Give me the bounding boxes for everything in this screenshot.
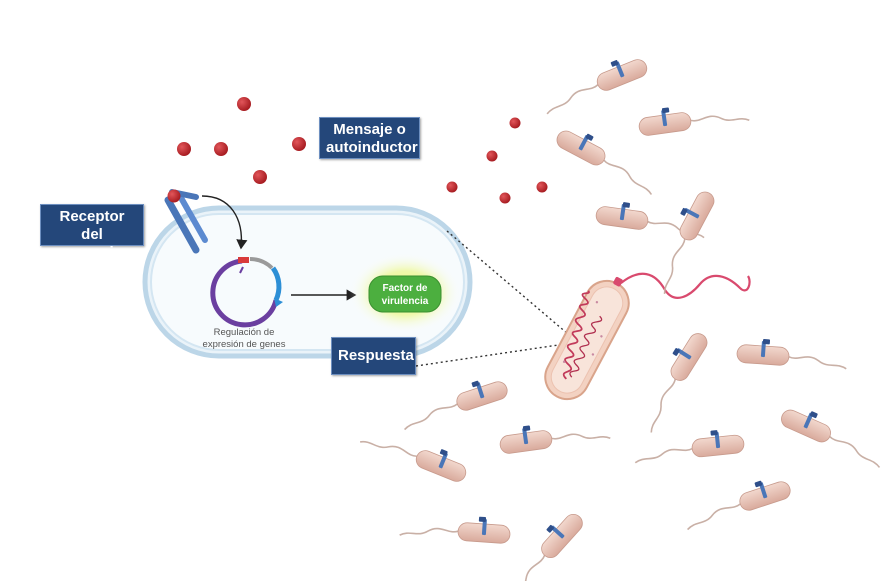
autoinducer-molecule-icon	[446, 181, 458, 193]
zoom-line-bottom	[415, 343, 566, 367]
receptor-label-line1: Receptor del	[59, 208, 125, 243]
signal-arrow	[201, 195, 248, 250]
autoinducer-label: Mensaje o autoinductor	[319, 117, 420, 159]
autoinducer-molecules-right	[446, 117, 548, 204]
autoinducer-molecule-icon	[292, 137, 306, 151]
autoinducer-molecule-icon	[486, 150, 498, 162]
zoom-line-top	[446, 230, 569, 335]
bacterium-icon	[497, 413, 612, 456]
bacterium-icon	[358, 418, 472, 485]
bacterium-icon	[636, 95, 751, 138]
bacterium-icon	[398, 510, 512, 545]
regulation-label-line1: Regulación de	[214, 327, 275, 338]
response-label: Respuesta	[331, 337, 416, 375]
bacterium-icon	[537, 49, 651, 116]
bacterium-icon	[735, 336, 849, 371]
response-label-text: Respuesta	[338, 347, 414, 364]
autoinducer-molecule-icon	[177, 142, 191, 156]
autoinducer-molecule-icon	[237, 97, 251, 111]
bacterium-icon	[493, 505, 587, 586]
receptor-label-line2: mensaje	[61, 244, 123, 261]
autoinducer-molecules-left	[177, 97, 306, 184]
highlighted-bacterium-icon	[544, 272, 751, 401]
bacterium-icon	[777, 400, 883, 470]
autoinducer-molecule-icon	[536, 181, 548, 193]
bacterium-icon	[631, 426, 746, 465]
receptor-protein-icon	[164, 189, 208, 254]
bacterium-icon	[630, 325, 712, 434]
receptor-label: Receptor del mensaje	[40, 204, 144, 261]
autoinducer-label-line2: autoinductor	[326, 139, 418, 156]
virulence-factor-icon	[349, 253, 461, 333]
bacterium-icon	[679, 471, 794, 532]
factor-label-line2: virulencia	[382, 296, 429, 307]
regulation-label-line2: expresión de genes	[203, 339, 286, 350]
factor-label-line1: Factor de	[382, 283, 427, 294]
autoinducer-molecule-icon	[253, 170, 267, 184]
autoinducer-molecule-icon	[214, 142, 228, 156]
bacterium-icon	[396, 371, 511, 432]
plasmid-icon	[210, 257, 283, 328]
autoinducer-molecule-icon	[509, 117, 521, 129]
autoinducer-molecule-icon	[499, 192, 511, 204]
autoinducer-label-line1: Mensaje o	[333, 121, 406, 138]
